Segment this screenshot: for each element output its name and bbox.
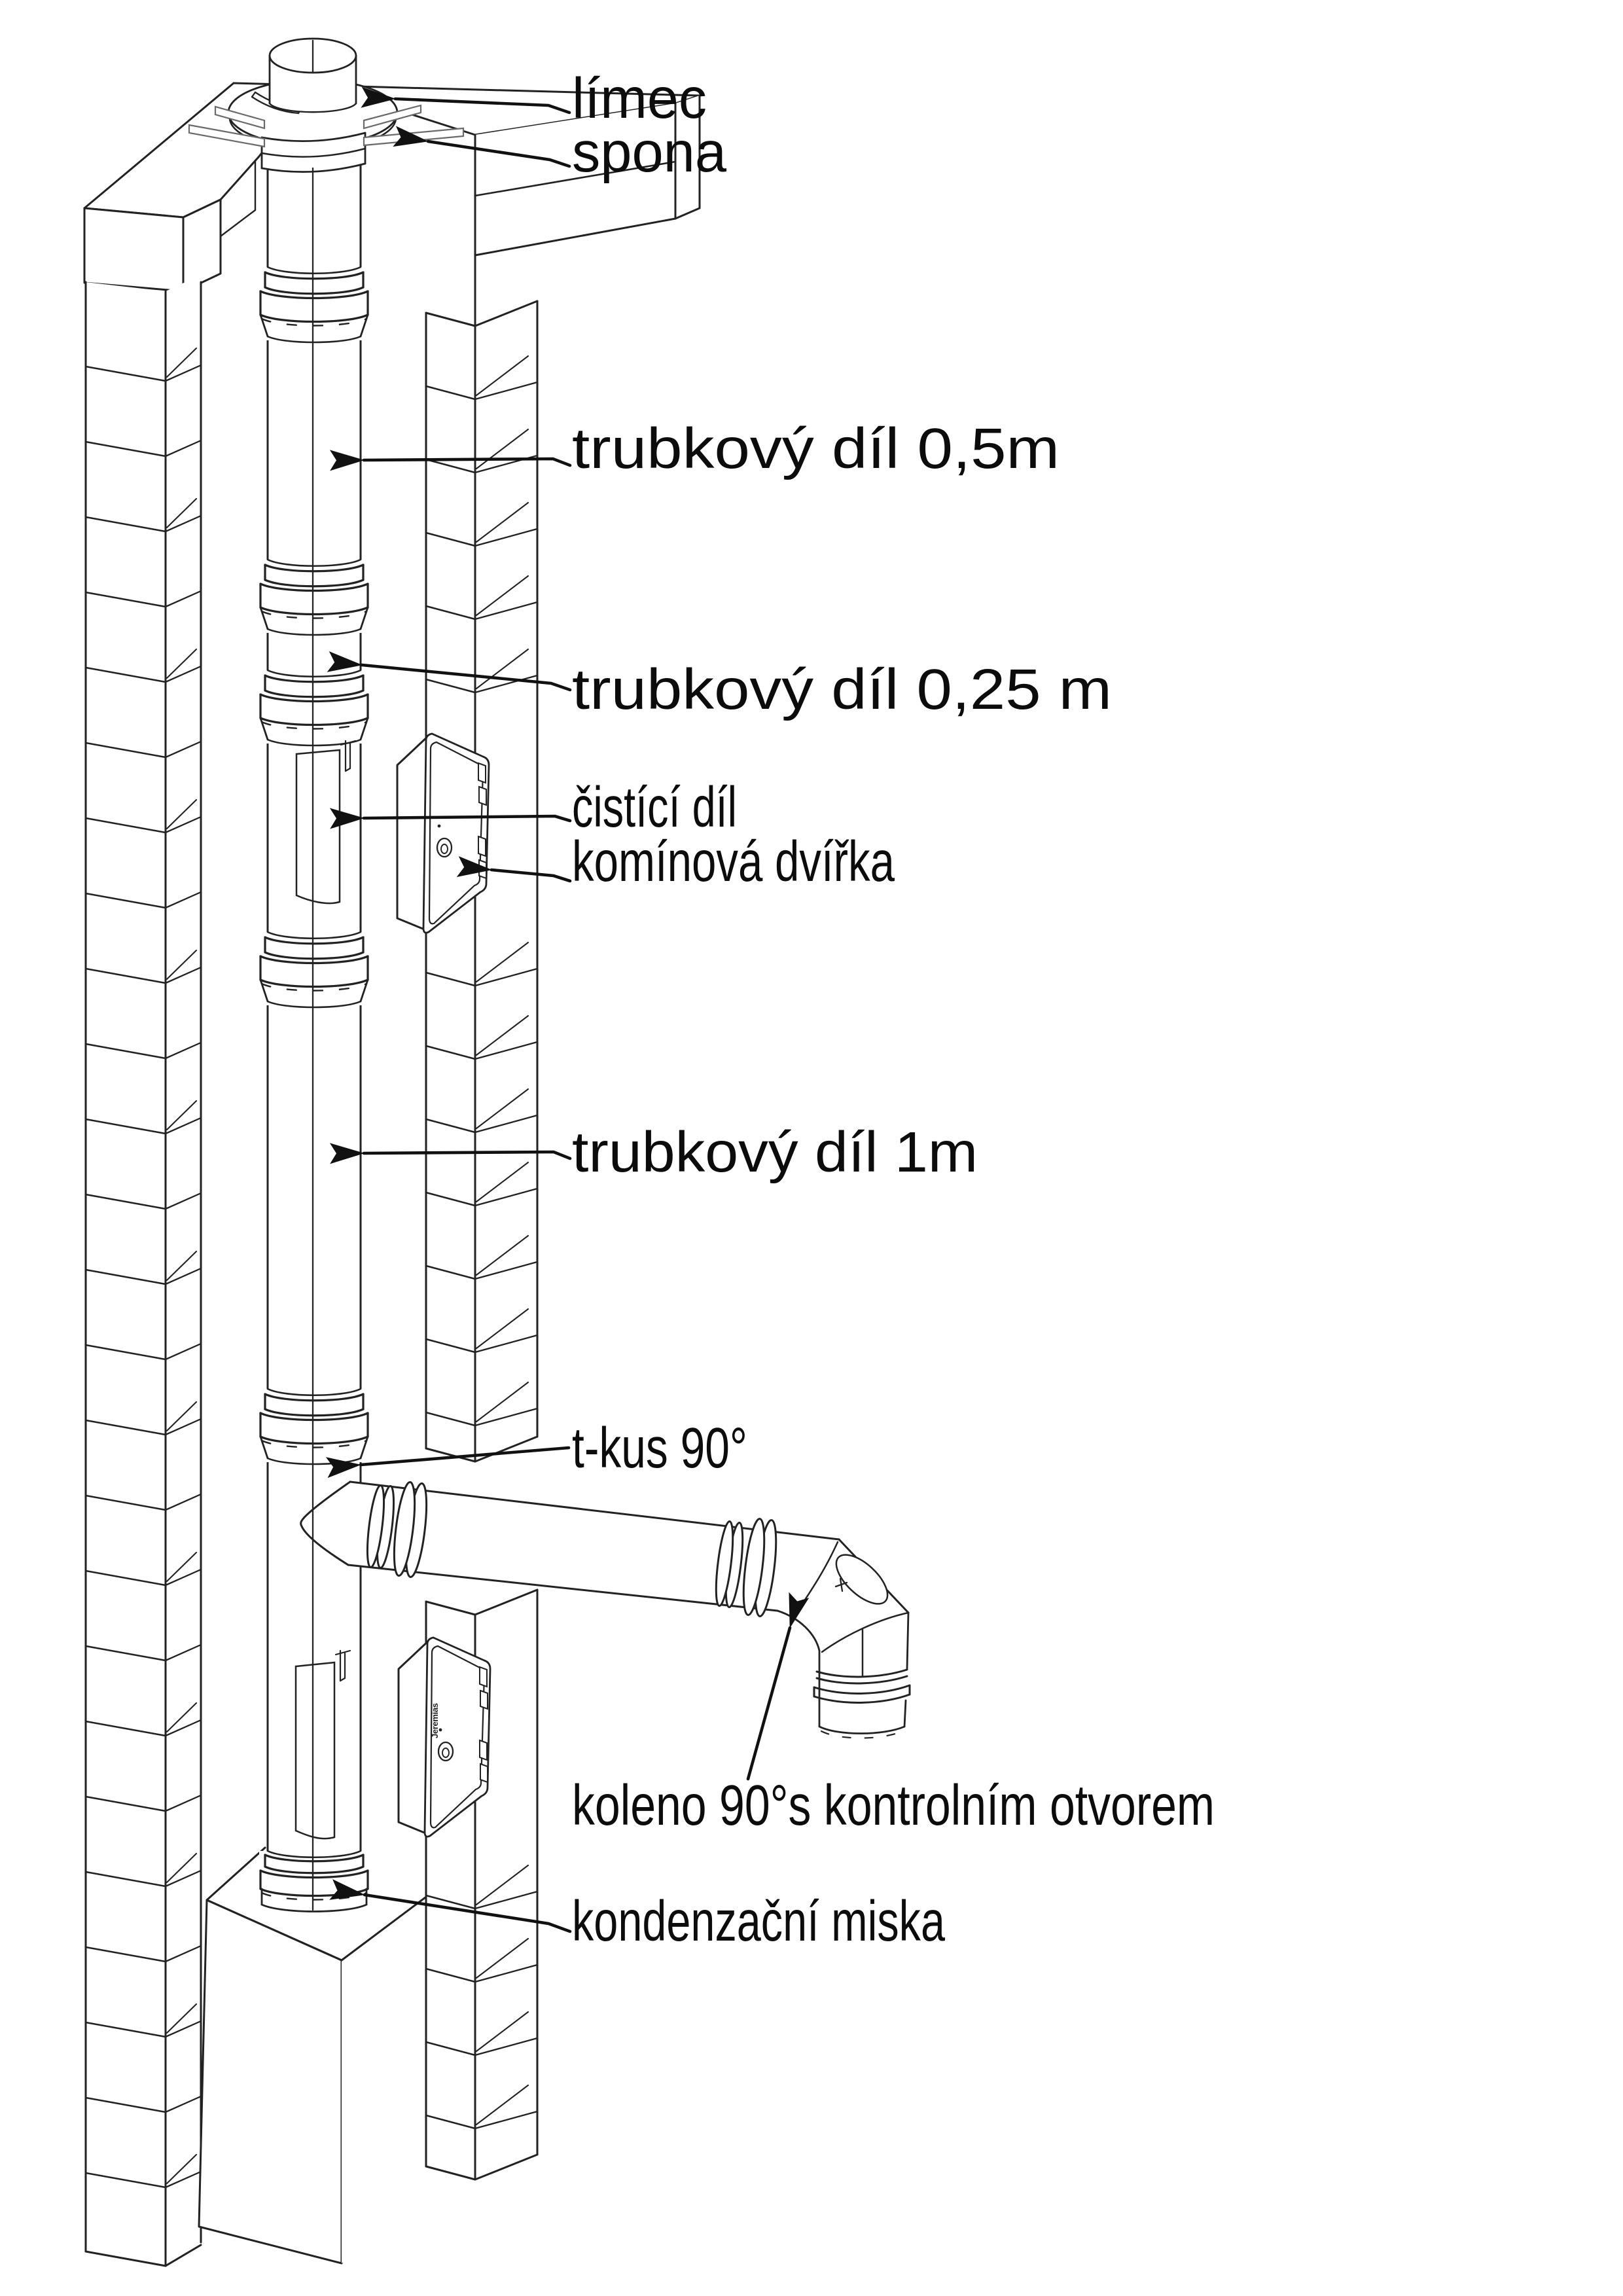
arrow-elbow (746, 1592, 810, 1781)
leader-arrows (325, 86, 810, 1933)
label-tray: kondenzační miska (572, 1890, 945, 1953)
door-brand: Jeremias (430, 1703, 440, 1738)
branch-couplings (366, 1481, 777, 1617)
label-pipe_1: trubkový díl 1m (572, 1121, 978, 1184)
chimney-door-upper (396, 732, 490, 934)
top-right-block (474, 94, 701, 257)
left-pillar (84, 275, 202, 2267)
arrow-pipe_025 (327, 651, 572, 692)
arrow-spona (393, 126, 571, 168)
pipe-coupling (259, 558, 369, 636)
label-pipe_025: trubkový díl 0,25 m (572, 658, 1112, 721)
arrow-pipe_1 (329, 1143, 572, 1164)
arrow-door (456, 856, 572, 883)
arrow-tee (325, 1446, 571, 1479)
label-limec: límec (572, 67, 707, 130)
pipe-coupling (259, 266, 369, 344)
left-cap-block (83, 198, 222, 293)
pipe-coupling (259, 669, 369, 747)
arrow-limec (361, 86, 571, 115)
pipe-coupling (259, 931, 369, 1009)
condensate-tray (259, 1850, 369, 1912)
label-door: komínová dvířka (572, 830, 895, 893)
label-tee: t-kus 90° (572, 1416, 747, 1480)
label-spona: spona (572, 120, 727, 184)
arrow-tray (329, 1879, 572, 1933)
arrow-pipe_05 (329, 450, 572, 471)
pipe-coupling (259, 1388, 369, 1465)
label-elbow: koleno 90°s kontrolním otvorem (572, 1774, 1215, 1837)
label-pipe_05: trubkový díl 0,5m (572, 417, 1060, 480)
label-cleaning: čistící díl (572, 776, 737, 839)
cleaning-opening (294, 1649, 351, 1840)
arrow-cleaning (329, 808, 572, 829)
top-collar-assembly (227, 37, 399, 173)
cleaning-opening (295, 740, 357, 905)
chimney-door-lower: Jeremias (397, 1636, 491, 1838)
